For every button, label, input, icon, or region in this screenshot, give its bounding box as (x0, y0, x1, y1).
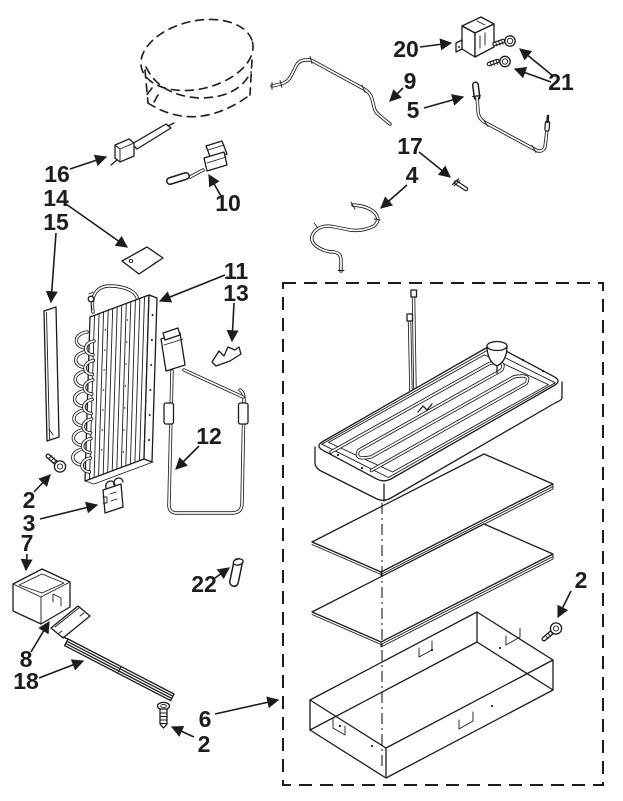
callout-arrow-2 (33, 474, 51, 493)
bottom-pan (309, 611, 554, 779)
callout-pin-17: 17 (397, 133, 451, 178)
callout-label-18: 18 (13, 668, 39, 694)
part-3-bracket-clip (102, 477, 124, 514)
callout-arrow-11 (158, 274, 226, 303)
callout-label-2: 2 (198, 731, 211, 757)
callout-label-2: 2 (575, 567, 588, 593)
part-8-plate (50, 605, 91, 639)
callout-relay-box-20: 20 (393, 36, 453, 62)
callout-u-tube-5: 5 (407, 94, 465, 123)
callout-label-7: 7 (21, 530, 34, 556)
part-17-pin (451, 178, 469, 192)
callout-pan-assembly-6: 6 (199, 696, 280, 732)
callout-rail-18: 18 (13, 659, 85, 694)
part-2-screw-bottom (156, 701, 171, 729)
callout-arrow-2 (557, 590, 572, 619)
part-5-u-tube (472, 81, 551, 153)
compressor-outline-icon (140, 18, 254, 118)
callout-arrow-8 (30, 620, 50, 653)
callout-label-8: 8 (20, 646, 33, 672)
callout-box-bracket-7: 7 (20, 530, 34, 572)
callout-clip-13: 13 (223, 280, 249, 343)
callout-label-11: 11 (224, 258, 249, 284)
tray-with-heater-tube (314, 340, 563, 502)
part-2-screw-upper (45, 453, 67, 473)
part-6-pan-assembly (282, 282, 604, 786)
part-20-relay-box (455, 16, 495, 58)
callout-arrow-17 (418, 151, 451, 178)
callout-arrow-16 (69, 154, 108, 170)
part-22-drain-tube (229, 558, 244, 587)
callout-arrow-13 (226, 302, 239, 343)
part-4-s-tube (310, 201, 381, 273)
part-11-evaporator-coil (71, 284, 158, 485)
callout-label-21: 21 (548, 69, 574, 95)
callout-screw-2: 2 (23, 474, 51, 513)
part-7-box-bracket (12, 568, 71, 625)
callout-sensor-probe-10: 10 (208, 173, 241, 216)
callout-label-3: 3 (23, 510, 36, 536)
dashed-boundary-box (282, 282, 604, 786)
part-16-thermostat (110, 122, 175, 166)
callout-s-tube-4: 4 (380, 162, 419, 209)
callout-label-20: 20 (393, 36, 419, 62)
part-14-cover-plate (121, 246, 164, 275)
callout-label-6: 6 (199, 706, 212, 732)
callout-screw-2: 2 (170, 726, 211, 757)
callout-label-16: 16 (44, 161, 70, 187)
callout-label-15: 15 (43, 209, 69, 235)
callout-arrow-20 (419, 38, 453, 51)
callout-zigzag-tube-9: 9 (389, 68, 417, 102)
callout-arrow-5 (423, 94, 465, 109)
part-12-wire-harness (160, 327, 249, 515)
callout-drain-tube-22: 22 (191, 567, 230, 597)
callout-side-panel-15: 15 (43, 209, 69, 304)
callout-arrow-21 (513, 67, 552, 83)
callout-label-22: 22 (191, 571, 217, 597)
callout-label-13: 13 (223, 280, 249, 306)
callout-bracket-clip-3: 3 (23, 501, 99, 536)
callout-arrow-22 (214, 567, 230, 580)
callout-arrow-3 (39, 501, 99, 520)
callout-arrow-2 (170, 726, 195, 738)
callout-label-12: 12 (196, 423, 222, 449)
callout-arrow-18 (38, 659, 85, 679)
callout-evaporator-coil-11: 11 (158, 258, 249, 303)
callout-plate-8: 8 (20, 620, 50, 672)
callout-arrow-6 (214, 696, 280, 715)
callout-arrow-10 (208, 173, 222, 197)
callout-arrow-9 (389, 87, 404, 102)
callout-label-14: 14 (43, 185, 69, 211)
part-9-zigzag-tube (270, 56, 392, 126)
callout-label-4: 4 (406, 162, 419, 188)
callout-thermostat-16: 16 (44, 154, 108, 187)
callout-wire-harness-12: 12 (175, 423, 222, 470)
part-21-screws (486, 35, 516, 68)
callout-screws-21: 21 (513, 48, 574, 95)
glass-sheet-lower (311, 523, 554, 648)
part-13-clip (211, 346, 242, 367)
callout-screw-2: 2 (557, 567, 588, 619)
callout-label-9: 9 (404, 68, 417, 94)
callout-arrow-21 (519, 48, 554, 77)
callout-arrow-15 (45, 232, 58, 304)
part-10-sensor-probe (166, 140, 228, 185)
callout-arrow-4 (380, 184, 408, 209)
part-15-side-panel (43, 306, 60, 442)
callout-arrow-14 (65, 203, 128, 248)
callout-label-5: 5 (407, 97, 420, 123)
callout-label-10: 10 (215, 190, 241, 216)
callout-label-17: 17 (397, 133, 423, 159)
part-18-rail (62, 636, 175, 702)
part-2-screw-pan (541, 622, 563, 642)
callout-arrow-7 (20, 553, 33, 572)
callout-label-2: 2 (23, 487, 36, 513)
callout-cover-plate-14: 14 (43, 185, 128, 248)
callout-arrow-12 (175, 445, 200, 470)
